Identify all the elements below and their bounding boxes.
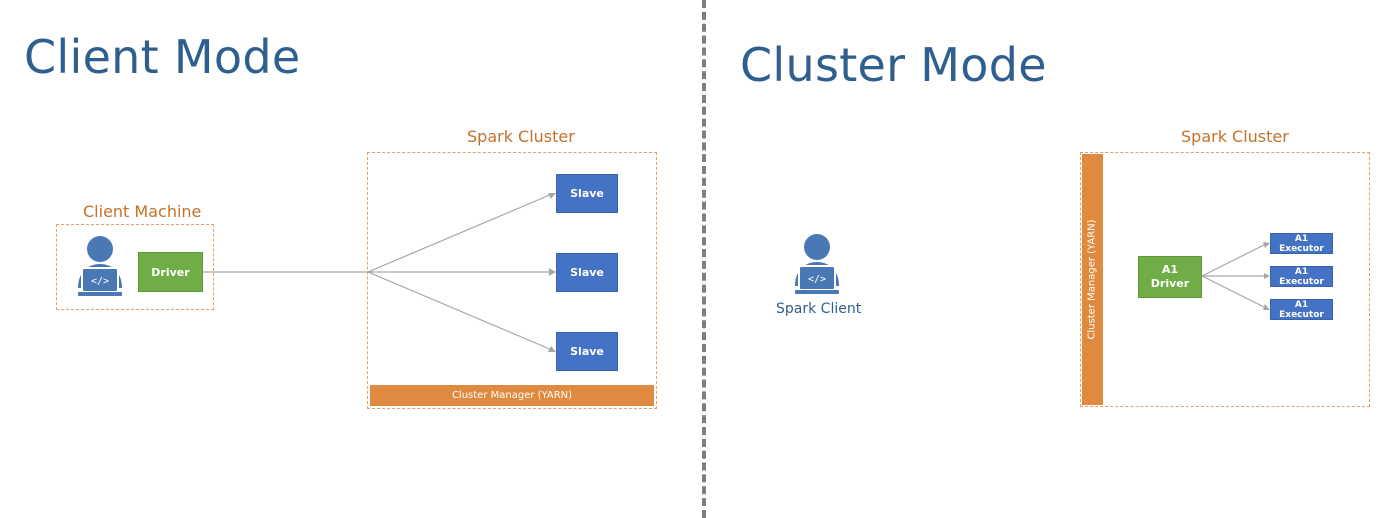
slave-box-1: Slave <box>556 174 618 213</box>
cluster-mode-title: Cluster Mode <box>740 38 1047 92</box>
mode-divider <box>702 0 706 518</box>
svg-text:</>: </> <box>808 274 826 285</box>
slave-box-2: Slave <box>556 253 618 292</box>
spark-client-label: Spark Client <box>776 301 862 317</box>
spark-cluster-box-left <box>367 152 657 409</box>
executor-box-1: A1 Executor <box>1270 233 1333 254</box>
svg-text:</>: </> <box>91 276 109 287</box>
driver-box: Driver <box>138 252 203 292</box>
spark-cluster-box-right <box>1080 152 1370 407</box>
spark-cluster-label-right: Spark Cluster <box>1181 127 1289 146</box>
spark-client-user-icon: </> <box>789 232 845 296</box>
a1-driver-line2: Driver <box>1150 277 1190 290</box>
client-machine-label: Client Machine <box>83 202 202 221</box>
slave-box-3: Slave <box>556 332 618 371</box>
cluster-manager-bar-left: Cluster Manager (YARN) <box>370 385 654 406</box>
executor-box-3: A1 Executor <box>1270 299 1333 320</box>
client-mode-title: Client Mode <box>24 30 301 84</box>
client-machine-box <box>56 224 214 310</box>
developer-user-icon: </> <box>72 234 128 298</box>
a1-driver-box: A1 Driver <box>1138 256 1202 298</box>
cluster-manager-bar-right: Cluster Manager (YARN) <box>1082 154 1103 405</box>
executor-box-2: A1 Executor <box>1270 266 1333 287</box>
spark-cluster-label-left: Spark Cluster <box>467 127 575 146</box>
a1-driver-line1: A1 <box>1161 263 1179 276</box>
cluster-manager-vertical-label: Cluster Manager (YARN) <box>1087 219 1098 340</box>
